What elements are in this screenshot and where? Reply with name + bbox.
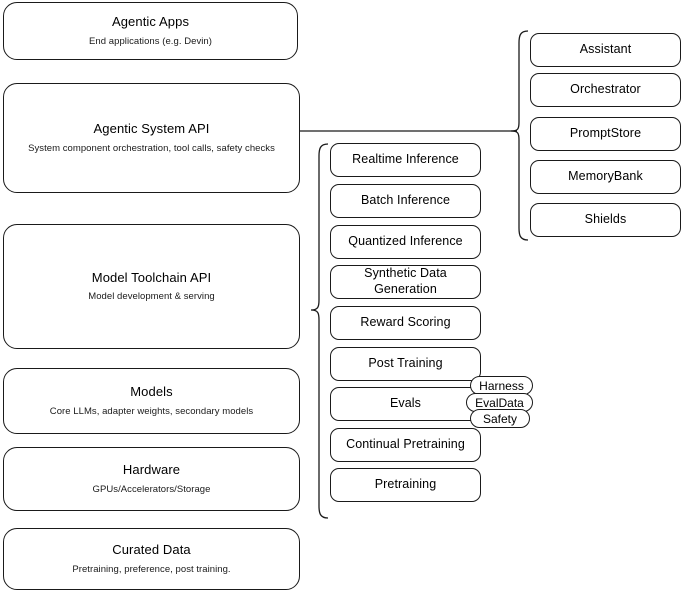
toolchain-item-synthetic-data-generation[interactable]: Synthetic Data Generation: [330, 265, 481, 299]
layer-title: Agentic Apps: [111, 14, 190, 30]
toolchain-item-label: Batch Inference: [360, 193, 451, 208]
system-item-orchestrator[interactable]: Orchestrator: [530, 73, 681, 107]
toolchain-item-reward-scoring[interactable]: Reward Scoring: [330, 306, 481, 340]
system-item-assistant[interactable]: Assistant: [530, 33, 681, 67]
toolchain-item-post-training[interactable]: Post Training: [330, 347, 481, 381]
toolchain-item-pretraining[interactable]: Pretraining: [330, 468, 481, 502]
stack-layer-model-toolchain-api[interactable]: Model Toolchain API Model development & …: [3, 224, 300, 349]
stack-layer-curated-data[interactable]: Curated Data Pretraining, preference, po…: [3, 528, 300, 590]
toolchain-item-realtime-inference[interactable]: Realtime Inference: [330, 143, 481, 177]
toolchain-item-label: Continual Pretraining: [346, 437, 465, 452]
toolchain-item-continual-pretraining[interactable]: Continual Pretraining: [330, 428, 481, 462]
toolchain-item-label: Post Training: [368, 356, 443, 371]
eval-badge-safety[interactable]: Safety: [470, 409, 530, 428]
layer-title: Model Toolchain API: [91, 269, 212, 285]
toolchain-item-label: Reward Scoring: [360, 315, 451, 330]
layer-subtitle: Model development & serving: [88, 291, 215, 303]
stack-layer-hardware[interactable]: Hardware GPUs/Accelerators/Storage: [3, 447, 300, 511]
layer-title: Agentic System API: [93, 121, 210, 137]
layer-title: Models: [130, 384, 173, 400]
system-item-label: Shields: [584, 212, 627, 227]
layer-subtitle: Core LLMs, adapter weights, secondary mo…: [49, 405, 254, 417]
eval-badge-label: Safety: [482, 411, 518, 426]
toolchain-item-batch-inference[interactable]: Batch Inference: [330, 184, 481, 218]
system-item-promptstore[interactable]: PromptStore: [530, 117, 681, 151]
layer-title: Curated Data: [112, 542, 191, 558]
system-item-shields[interactable]: Shields: [530, 203, 681, 237]
toolchain-item-label: Realtime Inference: [352, 152, 459, 167]
system-components-brace: [510, 30, 529, 241]
layer-title: Hardware: [122, 462, 181, 478]
toolchain-item-label: Quantized Inference: [348, 234, 463, 249]
eval-badge-label: Harness: [479, 378, 524, 393]
system-item-memorybank[interactable]: MemoryBank: [530, 160, 681, 194]
toolchain-item-label: Pretraining: [374, 477, 437, 492]
toolchain-item-label: Synthetic Data Generation: [364, 266, 447, 296]
system-item-label: Orchestrator: [570, 82, 641, 97]
stack-layer-agentic-system-api[interactable]: Agentic System API System component orch…: [3, 83, 300, 193]
stack-layer-agentic-apps[interactable]: Agentic Apps End applications (e.g. Devi…: [3, 2, 298, 60]
toolchain-item-quantized-inference[interactable]: Quantized Inference: [330, 225, 481, 259]
layer-subtitle: End applications (e.g. Devin): [89, 35, 212, 47]
toolchain-components-brace: [310, 143, 329, 519]
system-item-label: PromptStore: [569, 126, 642, 141]
stack-layer-models[interactable]: Models Core LLMs, adapter weights, secon…: [3, 368, 300, 434]
layer-subtitle: Pretraining, preference, post training.: [72, 563, 231, 575]
system-item-label: MemoryBank: [568, 169, 643, 184]
layer-subtitle: GPUs/Accelerators/Storage: [92, 483, 211, 495]
eval-badge-label: EvalData: [475, 395, 524, 410]
layer-subtitle: System component orchestration, tool cal…: [28, 142, 275, 154]
system-item-label: Assistant: [579, 42, 632, 57]
toolchain-item-label: Evals: [389, 396, 422, 411]
toolchain-item-evals[interactable]: Evals: [330, 387, 481, 421]
